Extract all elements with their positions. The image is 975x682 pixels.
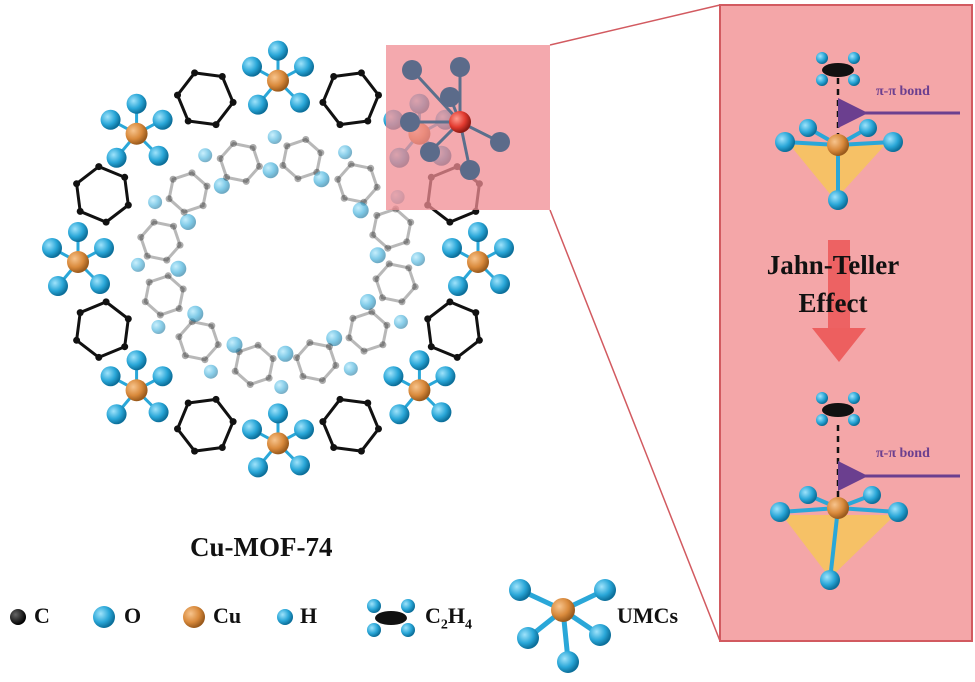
back-linker [294, 340, 338, 383]
figure-title: Cu-MOF-74 [190, 532, 333, 562]
copper-node [267, 432, 289, 455]
highlighted-copper [449, 111, 471, 133]
pyramid-after [782, 515, 895, 578]
copper-node [125, 122, 148, 145]
legend-umc-icon [509, 579, 616, 673]
effect-label-line2: Effect [798, 288, 868, 318]
back-linker [177, 320, 220, 362]
linker-ring [175, 71, 235, 127]
legend-oxygen-label: O [124, 603, 142, 628]
bond-label-bottom: π-π bond [876, 446, 930, 461]
linker-ring [321, 71, 381, 127]
effect-label-line1: Jahn-Teller [766, 250, 900, 280]
legend-carbon-label: C [34, 603, 50, 628]
copper-node [267, 69, 289, 92]
jahn-teller-arrow [812, 240, 866, 362]
umc-after [770, 392, 960, 590]
legend-carbon-icon [10, 609, 26, 625]
legend-hydrogen-label: H [300, 603, 318, 628]
back-linker [233, 343, 275, 387]
legend-hydrogen-icon [277, 609, 293, 625]
ethylene-bottom [816, 392, 860, 426]
back-linker [218, 141, 262, 184]
legend-oxygen-icon [93, 606, 115, 628]
legend-copper-label: Cu [213, 603, 242, 628]
legend-umcs-label: UMCs [617, 603, 679, 628]
back-linker [374, 262, 417, 304]
back-linker [336, 162, 379, 204]
linker-ring [75, 300, 130, 360]
linker-ring [426, 300, 481, 360]
bond-label-top: π-π bond [876, 84, 930, 99]
zoom-line-top [549, 4, 721, 46]
highlighted-cluster [400, 57, 510, 180]
legend-copper-icon [183, 606, 205, 628]
copper-node [67, 251, 89, 273]
ethylene-top [816, 52, 860, 86]
linker-ring [75, 164, 130, 224]
linker-ring [175, 397, 235, 453]
back-linker [167, 171, 209, 214]
legend [10, 579, 616, 673]
legend-ethylene-icon [367, 599, 415, 637]
copper-node [467, 251, 489, 273]
back-linker [347, 310, 389, 353]
copper-node [125, 379, 148, 402]
umc-before [775, 52, 960, 210]
back-linker [139, 220, 182, 262]
mof-ring [42, 40, 514, 478]
linker-ring [321, 397, 381, 453]
zoom-line-bottom [549, 209, 721, 642]
back-linker [143, 274, 185, 317]
back-linker [281, 137, 323, 181]
legend-ethylene-label: C2H4 [425, 603, 473, 633]
copper-node [408, 379, 431, 402]
